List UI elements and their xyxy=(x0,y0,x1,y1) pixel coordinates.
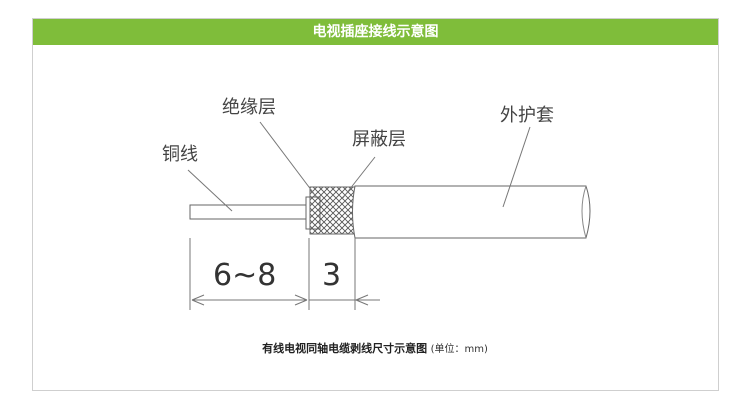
jacket-end-curve xyxy=(581,185,587,239)
label-copper-wire: 铜线 xyxy=(162,144,198,165)
shield-braid xyxy=(309,186,356,235)
caption-unit: (单位：mm) xyxy=(430,344,488,355)
caption: 有线电视同轴电缆剥线尺寸示意图 (单位：mm) xyxy=(0,340,750,356)
leader-jacket xyxy=(502,126,531,208)
label-jacket: 外护套 xyxy=(500,105,554,126)
diagram-title: 电视插座接线示意图 xyxy=(33,19,718,45)
leader-shield xyxy=(341,156,376,200)
copper-wire xyxy=(189,204,309,220)
caption-main: 有线电视同轴电缆剥线尺寸示意图 xyxy=(262,342,428,355)
diagram-card: 电视插座接线示意图 xyxy=(32,18,719,391)
dim-arrow-copper-right xyxy=(294,294,308,306)
leader-copper xyxy=(187,169,233,212)
label-shield: 屏蔽层 xyxy=(352,129,406,150)
dim-copper-length: 6~8 xyxy=(213,258,276,293)
dim-insulation-length: 3 xyxy=(322,258,341,293)
label-insulation: 绝缘层 xyxy=(222,97,276,118)
dim-arrow-copper-left xyxy=(191,294,205,306)
dim-arrow-insulation xyxy=(355,294,369,306)
outer-jacket xyxy=(352,185,591,239)
leader-insulation xyxy=(259,121,319,200)
